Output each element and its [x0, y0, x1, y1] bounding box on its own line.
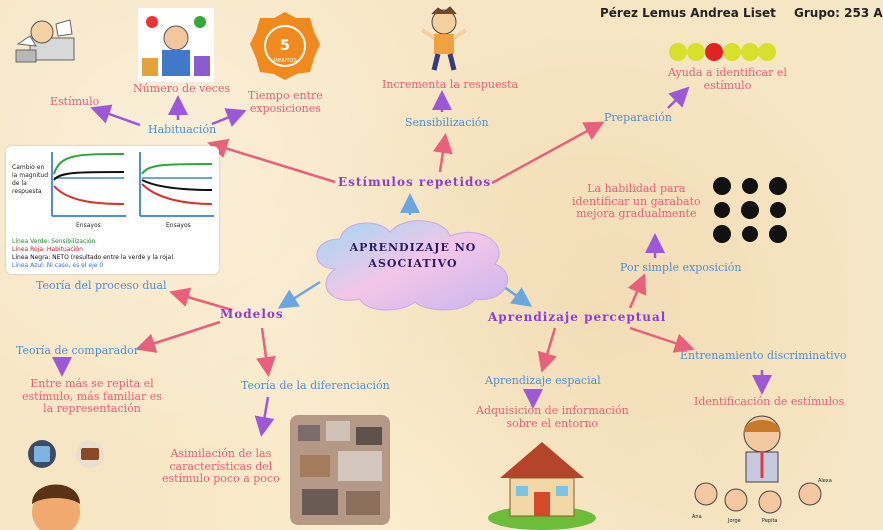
- comparador-desc-line2: estímulo, más familiar es: [22, 389, 162, 403]
- node-ayuda-line2: estímulo: [703, 78, 752, 92]
- branch-modelos: Modelos: [220, 307, 284, 321]
- header: Pérez Lemus Andrea Liset Grupo: 253 A: [600, 6, 883, 20]
- center-cloud: [316, 220, 508, 311]
- node-adquisicion: Adquisición de información sobre el ento…: [476, 404, 629, 430]
- legend-green: Línea Verde: Sensibilización: [12, 238, 96, 245]
- graph-xlabel-right: Ensayos: [166, 222, 191, 229]
- legend-red: Línea Roja: Habituación: [12, 246, 83, 253]
- node-asimilacion: Asimilación de las características del e…: [162, 447, 280, 486]
- habilidad-line3: mejora gradualmente: [576, 207, 697, 221]
- habituation-curves: [51, 152, 214, 217]
- node-espacial: Aprendizaje espacial: [485, 374, 601, 387]
- node-identificacion: Identificación de estímulos: [694, 395, 845, 408]
- arrow-to-sensibilizacion: [432, 133, 453, 173]
- arrow-to-teoria-dual: [169, 287, 233, 312]
- habituation-graph-card: Cambio en la magnitud de la respuesta En…: [6, 146, 219, 274]
- arrow-to-preparacion: [491, 121, 605, 185]
- legend-black: Línea Negra: NETO (resultado entre la ve…: [12, 254, 174, 261]
- legend-blue: Línea Azul: Ni caso, es el eje 0: [12, 262, 104, 269]
- kid-label-ana: Ana: [692, 514, 702, 520]
- node-incrementa: Incrementa la respuesta: [382, 78, 519, 91]
- scared-man-illustration: [420, 6, 468, 71]
- arrow-to-habituacion: [207, 138, 336, 184]
- node-preparacion: Preparación: [604, 111, 672, 124]
- adquisicion-line2: sobre el entorno: [506, 416, 599, 430]
- graph-xlabel-left: Ensayos: [76, 222, 101, 229]
- arrow-to-diferenciacion: [256, 327, 276, 377]
- node-diferenciacion: Teoría de la diferenciación: [241, 379, 390, 392]
- node-simple-exposicion: Por simple exposición: [620, 261, 742, 274]
- clock-number: 5: [280, 38, 290, 54]
- scribbles-grid-illustration: [713, 177, 787, 243]
- branch-aprendizaje-perceptual: Aprendizaje perceptual: [488, 310, 667, 324]
- arrow-to-discriminativo: [629, 326, 695, 353]
- habilidad-line1: La habilidad para: [587, 182, 686, 195]
- node-habituacion: Habituación: [148, 123, 217, 136]
- apples-row-illustration: [669, 43, 776, 61]
- node-teoria-dual: Teoría del proceso dual: [36, 279, 167, 292]
- node-ayuda-line1: Ayuda a identificar el: [668, 66, 787, 79]
- arrow-to-comparador: [135, 320, 221, 353]
- adquisicion-line1: Adquisición de información: [476, 404, 629, 417]
- node-habilidad: La habilidad para identificar un garabat…: [572, 182, 701, 221]
- node-comparador-desc: Entre más se repita el estímulo, más fam…: [22, 377, 162, 416]
- node-ayuda: Ayuda a identificar el estímulo: [668, 66, 787, 92]
- arrow-to-estimulo: [90, 104, 141, 127]
- stimuli-collage-illustration: [290, 415, 390, 525]
- branch-estimulos-repetidos: Estímulos repetidos: [338, 175, 492, 189]
- comparador-desc-line1: Entre más se repita el: [30, 377, 154, 390]
- kid-label-alexa: Alexa: [818, 478, 832, 484]
- kid-label-pepita: Pepita: [762, 518, 778, 524]
- clock-caption: MINUTOS: [273, 58, 296, 64]
- asimilacion-line1: Asimilación de las: [170, 447, 272, 460]
- house-illustration: [488, 442, 596, 530]
- comparador-desc-line3: la representación: [43, 402, 141, 416]
- center-title-line2: ASOCIATIVO: [368, 257, 458, 270]
- connector-arrows: [52, 86, 772, 437]
- arrow-to-ayuda: [667, 86, 690, 109]
- node-sensibilizacion: Sensibilización: [405, 116, 489, 129]
- scientist-illustration: [138, 8, 214, 82]
- node-tiempo-line2: exposiciones: [249, 101, 321, 115]
- arrow-to-asimilacion: [254, 396, 275, 437]
- group-label: Grupo: 253 A: [794, 6, 883, 20]
- arrow-to-tiempo: [211, 108, 247, 127]
- center-title: APRENDIZAJE NO ASOCIATIVO: [318, 240, 508, 272]
- node-comparador: Teoría de comparador: [16, 344, 140, 357]
- teacher-kids-illustration: Ana Jorge Pepita Alexa: [692, 415, 832, 524]
- habilidad-line2: identificar un garabato: [572, 194, 701, 208]
- node-tiempo: Tiempo entre exposiciones: [248, 89, 323, 115]
- center-title-line1: APRENDIZAJE NO: [349, 241, 477, 254]
- node-estimulo: Estímulo: [50, 95, 100, 108]
- arrow-to-simple-exposicion: [627, 273, 647, 309]
- graph-legend: Línea Verde: Sensibilización Línea Roja:…: [12, 238, 174, 270]
- kid-label-jorge: Jorge: [727, 518, 741, 524]
- author-name: Pérez Lemus Andrea Liset: [600, 6, 776, 20]
- asimilacion-line3: estímulo poco a poco: [162, 472, 280, 486]
- node-tiempo-line1: Tiempo entre: [248, 89, 323, 102]
- thinking-man-illustration: [28, 440, 104, 530]
- stressed-worker-illustration: [15, 19, 75, 63]
- arrow-to-espacial: [537, 327, 557, 373]
- graph-ylabel: Cambio en la magnitud de la respuesta: [12, 164, 49, 195]
- arrow-center-modelos: [277, 280, 321, 309]
- clock-badge-icon: 5 MINUTOS: [250, 12, 320, 80]
- asimilacion-line2: características del: [169, 459, 273, 473]
- node-numero-veces: Número de veces: [133, 82, 231, 95]
- node-discriminativo: Entrenamiento discriminativo: [680, 349, 847, 362]
